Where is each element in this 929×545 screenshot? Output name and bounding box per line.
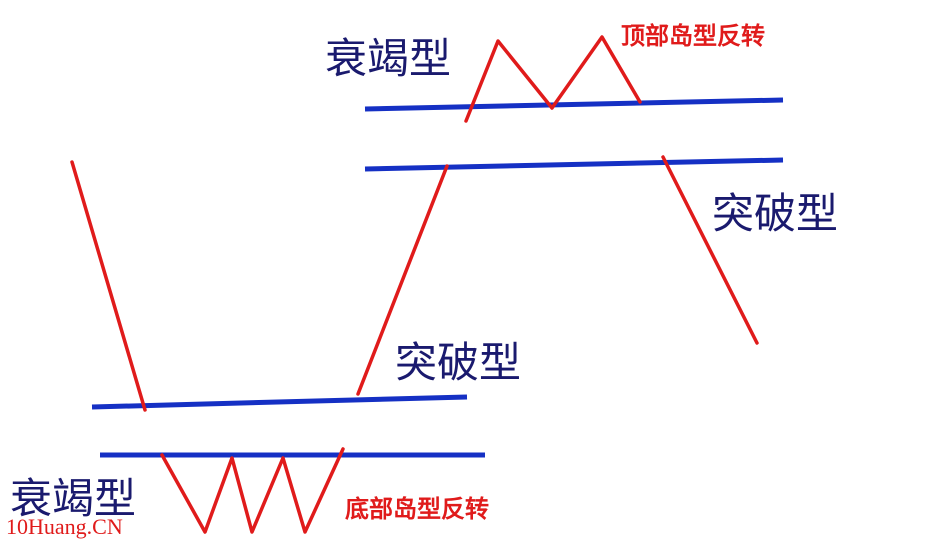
bottom-exhaustion-label: 衰竭型 [10, 474, 137, 523]
bottom-island-reversal-label: 底部岛型反转 [345, 495, 489, 523]
bottom-breakaway-label: 突破型 [395, 338, 522, 387]
final-decline-line [661, 155, 759, 345]
top-exhaustion-label: 衰竭型 [325, 34, 452, 83]
top-upper-gap-line [364, 97, 784, 112]
top-lower-gap-line [364, 157, 784, 172]
top-breakaway-label: 突破型 [712, 189, 839, 238]
top-island-reversal-label: 顶部岛型反转 [621, 22, 765, 50]
bottom-island-zigzag [160, 447, 345, 534]
bottom-upper-gap-line [91, 394, 468, 410]
watermark: 10Huang.CN [6, 514, 123, 539]
initial-decline-line [70, 160, 147, 412]
rally-line [356, 164, 449, 396]
top-island-zigzag [464, 35, 642, 123]
